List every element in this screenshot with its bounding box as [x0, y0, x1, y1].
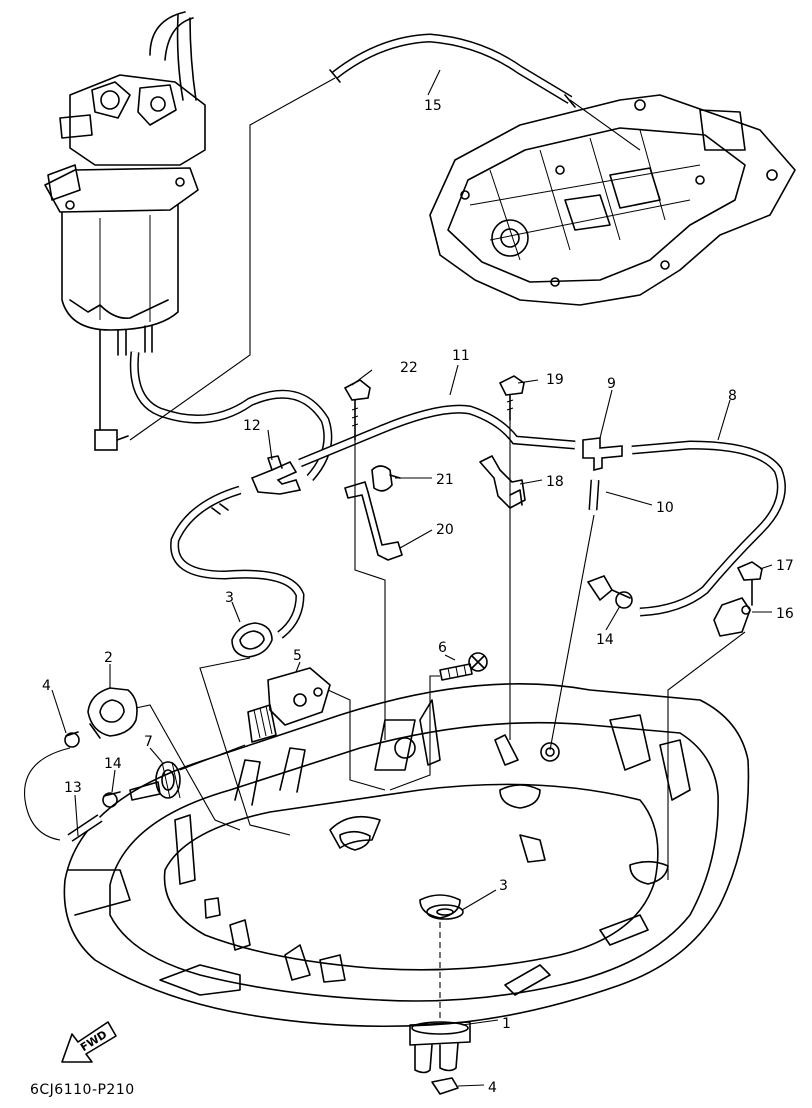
drain-fitting-1	[409, 1021, 471, 1074]
joint-12	[250, 455, 302, 495]
pump-outlet-hose	[129, 351, 333, 481]
callout-17: 17	[776, 558, 794, 574]
joint-9	[582, 437, 623, 472]
clip-14-upper	[586, 575, 633, 609]
hose-15-guide-right	[569, 99, 641, 151]
grommet-3-guide	[199, 657, 291, 836]
callout-21: 21	[436, 472, 454, 488]
callout-1: 1	[502, 1016, 511, 1032]
callout-8: 8	[728, 388, 737, 404]
callout-4-left: 4	[42, 678, 51, 694]
hose-10-guide	[549, 514, 595, 751]
hose-8	[631, 440, 786, 617]
drawing-code: 6CJ6110-P210	[30, 1082, 135, 1098]
callout-6: 6	[438, 640, 447, 656]
callout-15: 15	[424, 98, 442, 114]
fitting-5-guide	[327, 689, 386, 791]
clip-4-left	[64, 731, 80, 748]
fitting-7-guide	[179, 744, 246, 771]
bolt-17	[736, 561, 763, 606]
callout-13: 13	[64, 780, 82, 796]
callout-18: 18	[546, 474, 564, 490]
callout-16: 16	[776, 606, 794, 622]
bolt-6	[439, 652, 488, 681]
callout-19: 19	[546, 372, 564, 388]
callout-12: 12	[243, 418, 261, 434]
fitting-5	[247, 667, 331, 743]
callout-14-left: 14	[104, 756, 122, 772]
grommet-2-guide	[135, 704, 241, 831]
callout-3-lower: 3	[499, 878, 508, 894]
clip-18	[479, 455, 526, 509]
bolt-22-guide	[354, 440, 386, 740]
callout-2: 2	[104, 650, 113, 666]
exhaust-guide-plate	[429, 94, 796, 306]
hose-13-guide	[24, 747, 71, 841]
clip-4-lower	[431, 1077, 459, 1095]
fitting-7	[129, 761, 181, 801]
callout-7: 7	[144, 734, 153, 750]
callout-14-upper: 14	[596, 632, 614, 648]
hose-10	[588, 479, 600, 511]
bolt-6-guide	[389, 675, 440, 791]
hose-13	[67, 814, 103, 842]
fwd-arrow-icon: FWD	[61, 1021, 117, 1063]
grommet-3-upper	[231, 622, 273, 658]
callout-4-lower: 4	[488, 1080, 497, 1096]
clamp-20	[344, 481, 403, 561]
clamp-16	[713, 597, 751, 637]
callout-10: 10	[656, 500, 674, 516]
callout-5: 5	[293, 648, 302, 664]
callout-leaders	[51, 69, 773, 1087]
grommet-3-lower	[426, 904, 464, 920]
clamp-16-guide	[667, 631, 746, 880]
hose-15	[329, 33, 576, 108]
bottom-cowling	[63, 683, 750, 1028]
fuel-pump-assembly	[44, 11, 206, 451]
bolt-19	[498, 375, 525, 421]
callout-22: 22	[400, 360, 418, 376]
callout-11: 11	[452, 348, 470, 364]
hose-from-joint-12	[170, 485, 305, 639]
grommet-2	[87, 687, 138, 739]
callout-9: 9	[607, 376, 616, 392]
callout-3-upper: 3	[225, 590, 234, 606]
callout-20: 20	[436, 522, 454, 538]
hose-15-guide	[129, 77, 336, 441]
hose-11	[298, 404, 576, 468]
clip-14-left	[102, 791, 121, 808]
